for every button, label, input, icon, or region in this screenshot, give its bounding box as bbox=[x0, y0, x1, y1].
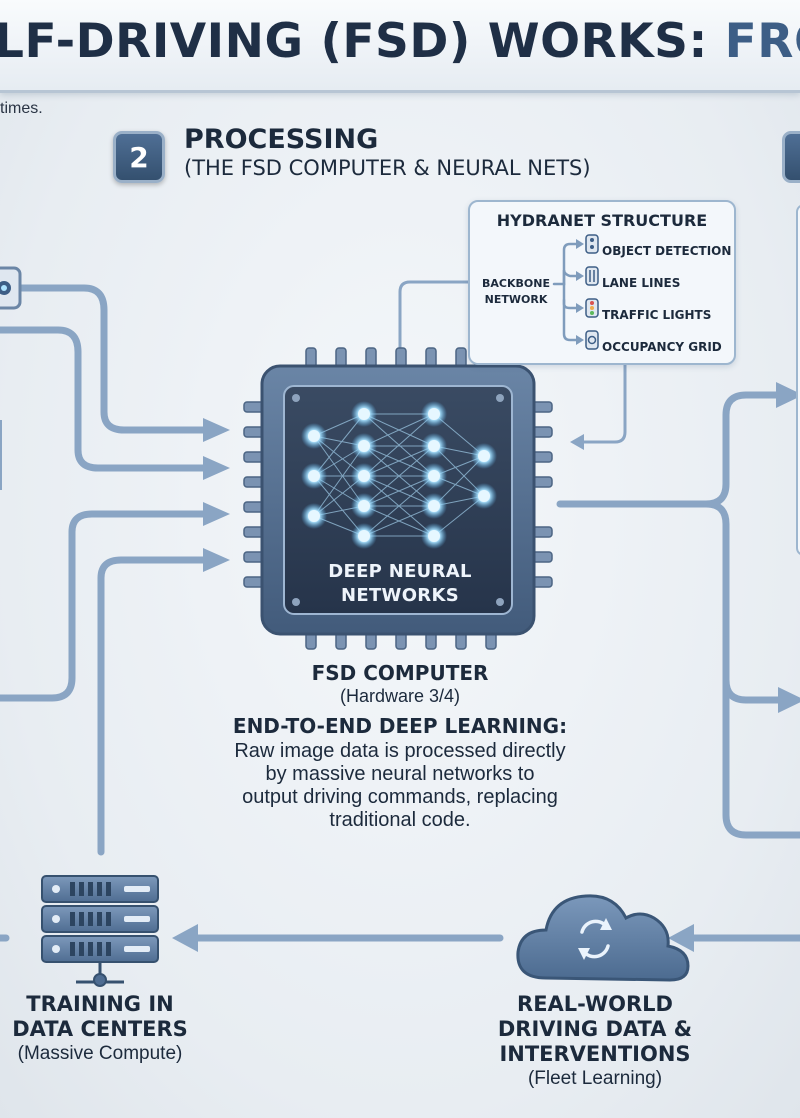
occupancy-grid-icon bbox=[585, 330, 599, 350]
step-title: PROCESSING bbox=[184, 124, 379, 155]
traffic-light-icon bbox=[585, 298, 599, 318]
left-panel-edge bbox=[0, 420, 2, 490]
subnote-text: times. bbox=[0, 100, 43, 117]
hydranet-tree bbox=[552, 234, 599, 350]
fsd-computer-title: FSD COMPUTER bbox=[311, 661, 489, 685]
input-arrows bbox=[0, 284, 209, 856]
end-to-end-title: END-TO-END DEEP LEARNING: bbox=[232, 714, 568, 738]
header-banner: LF-DRIVING (FSD) WORKS: FRO bbox=[0, 0, 800, 93]
training-line-2: DATA CENTERS bbox=[12, 1017, 188, 1041]
fleet-line-2: DRIVING DATA & bbox=[497, 1017, 693, 1041]
title-main: LF-DRIVING (FSD) WORKS: bbox=[0, 14, 725, 69]
backbone-label: BACKBONE NETWORK bbox=[474, 276, 558, 308]
description-line-4: traditional code. bbox=[329, 809, 471, 831]
hydranet-panel: HYDRANET STRUCTURE BACKBONE NETWORK bbox=[468, 200, 736, 365]
head-traffic-lights: TRAFFIC LIGHTS bbox=[602, 308, 712, 322]
step-subtitle: (THE FSD COMPUTER & NEURAL NETS) bbox=[184, 156, 591, 180]
training-line-1: TRAINING IN bbox=[26, 992, 174, 1016]
lane-lines-icon bbox=[585, 266, 599, 286]
page-title: LF-DRIVING (FSD) WORKS: FRO bbox=[0, 14, 800, 69]
title-accent: FRO bbox=[724, 14, 800, 69]
chip-label-line-1: DEEP NEURAL bbox=[328, 561, 472, 582]
neural-net-nodes bbox=[301, 401, 497, 549]
backbone-line-2: NETWORK bbox=[484, 293, 548, 306]
hydranet-connectors bbox=[398, 280, 627, 444]
chip-label: DEEP NEURAL NETWORKS bbox=[0, 560, 800, 608]
right-panel-edge bbox=[796, 204, 800, 556]
hydranet-title: HYDRANET STRUCTURE bbox=[496, 211, 708, 230]
object-detection-icon bbox=[585, 234, 599, 254]
backbone-line-1: BACKBONE bbox=[482, 277, 550, 290]
cloud-sync-icon bbox=[516, 894, 690, 982]
fsd-computer-subtitle: (Hardware 3/4) bbox=[339, 686, 461, 706]
chip-label-line-2: NETWORKS bbox=[341, 585, 459, 606]
fsd-chip bbox=[260, 364, 536, 636]
input-arrowheads bbox=[203, 418, 230, 572]
fleet-line-3: INTERVENTIONS bbox=[499, 1042, 691, 1066]
fleet-line-1: REAL-WORLD bbox=[517, 992, 673, 1016]
server-rack-icon bbox=[41, 875, 159, 987]
step-number-badge: 2 bbox=[113, 131, 165, 183]
training-label: TRAINING IN DATA CENTERS (Massive Comput… bbox=[0, 992, 200, 1065]
description-line-2: by massive neural networks to bbox=[265, 763, 535, 785]
next-step-badge bbox=[782, 131, 800, 183]
fleet-label: REAL-WORLD DRIVING DATA & INTERVENTIONS … bbox=[470, 992, 720, 1090]
description-line-3: output driving commands, replacing bbox=[242, 786, 558, 808]
camera-icon bbox=[0, 266, 22, 310]
end-to-end-description: Raw image data is processed directly by … bbox=[0, 740, 800, 832]
output-arrows bbox=[556, 391, 800, 839]
training-sub: (Massive Compute) bbox=[17, 1043, 183, 1064]
head-object-detection: OBJECT DETECTION bbox=[602, 244, 732, 258]
description-line-1: Raw image data is processed directly bbox=[234, 740, 566, 762]
fleet-sub: (Fleet Learning) bbox=[527, 1068, 663, 1089]
head-occupancy-grid: OCCUPANCY GRID bbox=[602, 340, 722, 354]
head-lane-lines: LANE LINES bbox=[602, 276, 681, 290]
